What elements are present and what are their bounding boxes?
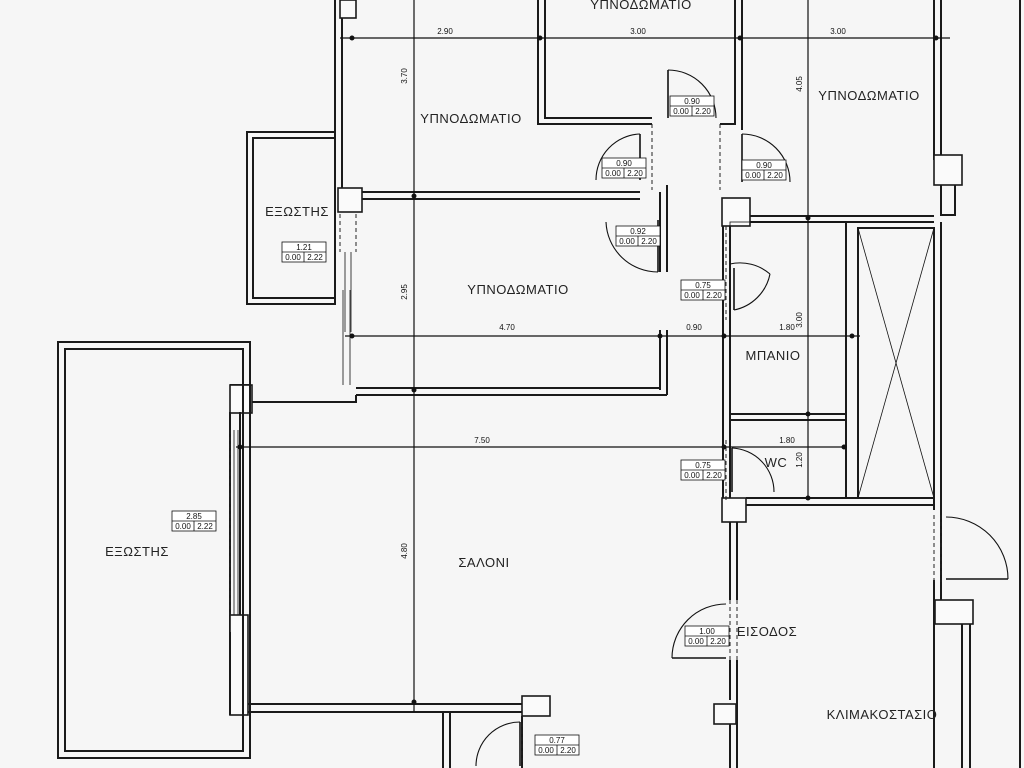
room-label-living: ΣΑΛΟΝΙ bbox=[458, 555, 509, 570]
opening-height: 2.22 bbox=[307, 253, 323, 262]
opening-height: 2.20 bbox=[710, 637, 726, 646]
dimension-labels: 2.90 3.00 3.00 3.70 4.05 2.95 4.70 0.90 … bbox=[400, 27, 846, 559]
room-label-bedroom-middle: ΥΠΝΟΔΩΜΑΤΙΟ bbox=[467, 282, 568, 297]
opening-sill: 0.00 bbox=[538, 746, 554, 755]
dim-top-3: 3.00 bbox=[830, 27, 846, 36]
dimension-lines bbox=[236, 0, 950, 712]
opening-width: 0.77 bbox=[549, 736, 565, 745]
opening-sill: 0.00 bbox=[175, 522, 191, 531]
dim-vert-bath: 3.00 bbox=[795, 312, 804, 328]
walls bbox=[57, 0, 1021, 768]
room-label-stairwell: ΚΛΙΜΑΚΟΣΤΑΣΙΟ bbox=[827, 707, 938, 722]
dim-vert-bedroom-left: 3.70 bbox=[400, 68, 409, 84]
opening-sill: 0.00 bbox=[619, 237, 635, 246]
opening-tag: 1.21 0.00 2.22 bbox=[281, 241, 327, 263]
dim-wc-width: 1.80 bbox=[779, 436, 795, 445]
dim-vert-bedroom-middle: 2.95 bbox=[400, 284, 409, 300]
dim-living-width: 7.50 bbox=[474, 436, 490, 445]
opening-tag: 0.90 0.00 2.20 bbox=[741, 159, 787, 181]
opening-sill: 0.00 bbox=[673, 107, 689, 116]
room-label-balcony-large: ΕΞΩΣΤΗΣ bbox=[105, 544, 169, 559]
opening-width: 0.75 bbox=[695, 281, 711, 290]
opening-width: 1.21 bbox=[296, 243, 312, 252]
room-label-bedroom-top: ΥΠΝΟΔΩΜΑΤΙΟ bbox=[590, 0, 691, 12]
opening-width: 0.90 bbox=[616, 159, 632, 168]
dim-top-2: 3.00 bbox=[630, 27, 646, 36]
opening-width: 0.92 bbox=[630, 227, 646, 236]
opening-height: 2.20 bbox=[695, 107, 711, 116]
opening-height: 2.20 bbox=[706, 291, 722, 300]
opening-tag: 0.92 0.00 2.20 bbox=[615, 225, 661, 247]
room-labels: ΥΠΝΟΔΩΜΑΤΙΟ ΥΠΝΟΔΩΜΑΤΙΟ ΥΠΝΟΔΩΜΑΤΙΟ ΥΠΝΟ… bbox=[105, 0, 937, 722]
dim-vert-wc: 1.20 bbox=[795, 452, 804, 468]
opening-tag: 1.00 0.00 2.20 bbox=[684, 625, 730, 647]
opening-width: 0.75 bbox=[695, 461, 711, 470]
opening-tag: 0.75 0.00 2.20 bbox=[680, 279, 726, 301]
room-label-bedroom-left: ΥΠΝΟΔΩΜΑΤΙΟ bbox=[420, 111, 521, 126]
opening-height: 2.20 bbox=[560, 746, 576, 755]
opening-tag: 2.85 0.00 2.22 bbox=[171, 510, 217, 532]
room-label-bedroom-right: ΥΠΝΟΔΩΜΑΤΙΟ bbox=[818, 88, 919, 103]
opening-lines bbox=[229, 124, 942, 768]
opening-sill: 0.00 bbox=[688, 637, 704, 646]
opening-tag: 0.75 0.00 2.20 bbox=[680, 459, 726, 481]
room-label-balcony-small: ΕΞΩΣΤΗΣ bbox=[265, 204, 329, 219]
opening-tag: 0.90 0.00 2.20 bbox=[601, 157, 647, 179]
dim-mid-1: 4.70 bbox=[499, 323, 515, 332]
opening-sill: 0.00 bbox=[605, 169, 621, 178]
opening-height: 2.22 bbox=[197, 522, 213, 531]
dim-mid-3: 1.80 bbox=[779, 323, 795, 332]
opening-tags: 0.90 0.00 2.20 0.90 0.00 2.20 0.90 0.00 … bbox=[171, 95, 787, 756]
dim-top-1: 2.90 bbox=[437, 27, 453, 36]
dim-vert-bedroom-right: 4.05 bbox=[795, 76, 804, 92]
opening-width: 0.90 bbox=[684, 97, 700, 106]
opening-height: 2.20 bbox=[706, 471, 722, 480]
opening-sill: 0.00 bbox=[285, 253, 301, 262]
opening-height: 2.20 bbox=[627, 169, 643, 178]
opening-tag: 0.77 0.00 2.20 bbox=[534, 734, 580, 756]
opening-width: 0.90 bbox=[756, 161, 772, 170]
opening-width: 1.00 bbox=[699, 627, 715, 636]
dim-mid-2: 0.90 bbox=[686, 323, 702, 332]
dim-vert-living: 4.80 bbox=[400, 543, 409, 559]
opening-height: 2.20 bbox=[767, 171, 783, 180]
room-label-bathroom: ΜΠΑΝΙΟ bbox=[746, 348, 801, 363]
column-top-left bbox=[339, 0, 357, 19]
room-label-entrance: ΕΙΣΟΔΟΣ bbox=[737, 624, 797, 639]
opening-sill: 0.00 bbox=[684, 291, 700, 300]
opening-sill: 0.00 bbox=[745, 171, 761, 180]
opening-tag: 0.90 0.00 2.20 bbox=[669, 95, 715, 117]
opening-sill: 0.00 bbox=[684, 471, 700, 480]
column-mid-left bbox=[337, 187, 363, 213]
room-label-wc: WC bbox=[765, 455, 788, 470]
opening-width: 2.85 bbox=[186, 512, 202, 521]
opening-height: 2.20 bbox=[641, 237, 657, 246]
